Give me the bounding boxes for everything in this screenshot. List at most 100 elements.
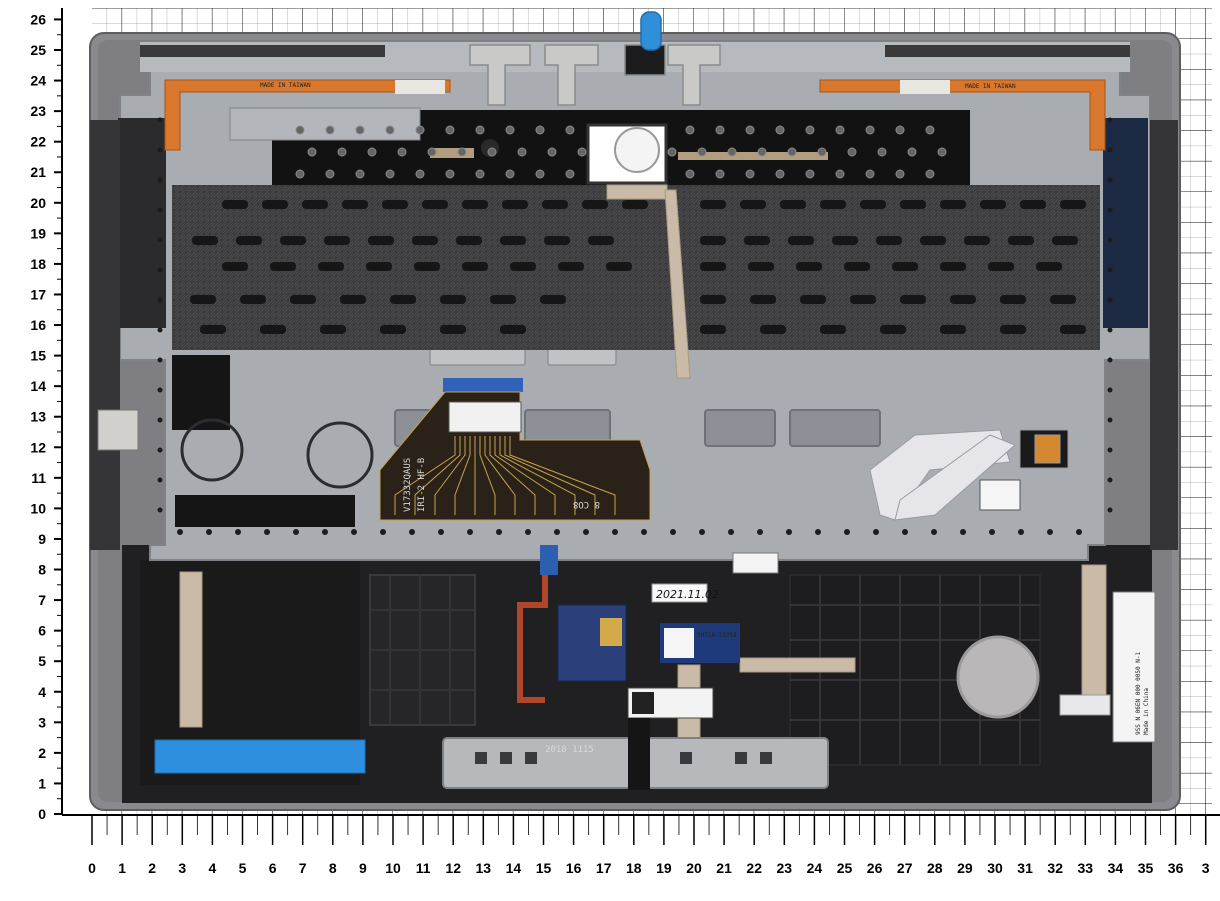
- screw-hole: [873, 529, 879, 535]
- key-slot: [850, 295, 876, 304]
- y-axis-ticks: 0123456789101112131415161718192021222324…: [30, 11, 62, 822]
- ribbon-trace: [489, 436, 536, 515]
- key-slot: [500, 236, 526, 245]
- key-slot: [800, 295, 826, 304]
- screw-hole: [206, 529, 212, 535]
- y-tick-label: 23: [30, 103, 46, 119]
- screw-hole: [641, 529, 647, 535]
- film-hole: [565, 169, 575, 179]
- film-hole: [907, 147, 917, 157]
- key-slot: [422, 200, 448, 209]
- screw-hole: [157, 387, 163, 393]
- screw-hole: [157, 297, 163, 303]
- key-slot: [750, 295, 776, 304]
- screw-hole: [1107, 507, 1113, 513]
- orange-flex-right: MADE IN TAIWAN: [819, 79, 1106, 151]
- screw-hole: [409, 529, 415, 535]
- key-slot: [940, 325, 966, 334]
- screw-hole: [989, 529, 995, 535]
- screw-hole: [786, 529, 792, 535]
- ribbon-trace: [394, 436, 456, 515]
- x-tick-label: 34: [1108, 860, 1124, 876]
- film-hole: [307, 147, 317, 157]
- x-tick-label: 2: [148, 860, 156, 876]
- screw-holes: [157, 117, 1113, 535]
- key-slot: [222, 200, 248, 209]
- black-pads: [172, 355, 355, 527]
- ribbon-trace: [414, 436, 461, 515]
- film-hole: [727, 147, 737, 157]
- side-panels: [90, 118, 1178, 550]
- y-tick-label: 0: [38, 806, 46, 822]
- film-hole: [535, 169, 545, 179]
- x-tick-label: 19: [656, 860, 672, 876]
- film-hole: [685, 169, 695, 179]
- key-slot: [1050, 295, 1076, 304]
- key-slot: [892, 262, 918, 271]
- key-slot: [700, 262, 726, 271]
- film-hole: [547, 147, 557, 157]
- paper-labels: 2021.11.02 9SS N 06EN 000 0050 N-1 Made …: [651, 552, 1156, 743]
- key-slot: [748, 262, 774, 271]
- screw-hole: [1107, 417, 1113, 423]
- y-tick-label: 26: [30, 11, 46, 27]
- key-slot: [302, 200, 328, 209]
- screw-hole: [1047, 529, 1053, 535]
- key-slot: [558, 262, 584, 271]
- film-hole: [577, 147, 587, 157]
- ribbon-trace: [484, 436, 516, 515]
- screw-hole: [467, 529, 473, 535]
- screw-hole: [157, 147, 163, 153]
- ribbon-trace: [434, 436, 466, 515]
- x-tick-label: 16: [566, 860, 582, 876]
- ribbon-trace: [509, 436, 616, 515]
- film-hole: [355, 169, 365, 179]
- key-slot: [540, 295, 566, 304]
- keyboard-felt-panel: [172, 185, 1100, 350]
- film-hole: [817, 147, 827, 157]
- y-tick-label: 11: [31, 470, 46, 486]
- film-hole: [745, 125, 755, 135]
- key-slot: [820, 325, 846, 334]
- key-slot: [440, 295, 466, 304]
- screw-hole: [157, 117, 163, 123]
- screw-hole: [902, 529, 908, 535]
- y-tick-label: 13: [30, 409, 46, 425]
- screw-hole: [351, 529, 357, 535]
- key-slot: [1060, 200, 1086, 209]
- film-hole: [715, 169, 725, 179]
- x-tick-label: 30: [987, 860, 1003, 876]
- screw-hole: [157, 447, 163, 453]
- x-tick-label: 26: [867, 860, 883, 876]
- y-tick-label: 24: [30, 73, 46, 89]
- film-hole: [475, 125, 485, 135]
- handwritten-note: 2021.11.02: [656, 588, 719, 601]
- touchpad-code: 2018 1115: [545, 745, 594, 755]
- film-hole: [805, 125, 815, 135]
- speaker-mounts: [180, 418, 374, 489]
- ribbon-marking-1: V17332QAUS: [403, 458, 413, 512]
- key-slot: [542, 200, 568, 209]
- key-slot: [1000, 325, 1026, 334]
- x-tick-label: 3: [1202, 860, 1210, 876]
- y-tick-label: 4: [38, 684, 46, 700]
- screw-hole: [960, 529, 966, 535]
- screw-hole: [157, 417, 163, 423]
- screw-hole: [699, 529, 705, 535]
- screw-hole: [1107, 327, 1113, 333]
- screw-hole: [583, 529, 589, 535]
- screw-hole: [380, 529, 386, 535]
- film-hole: [925, 125, 935, 135]
- ribbon-trace: [494, 436, 556, 515]
- film-hole: [865, 125, 875, 135]
- screw-hole: [757, 529, 763, 535]
- x-tick-label: 7: [299, 860, 307, 876]
- y-tick-label: 3: [38, 714, 46, 730]
- y-tick-label: 20: [30, 195, 46, 211]
- screw-hole: [1107, 357, 1113, 363]
- x-tick-label: 17: [596, 860, 612, 876]
- key-slot: [510, 262, 536, 271]
- ribbon-trace: [504, 436, 596, 515]
- film-hole: [745, 169, 755, 179]
- key-slot: [502, 200, 528, 209]
